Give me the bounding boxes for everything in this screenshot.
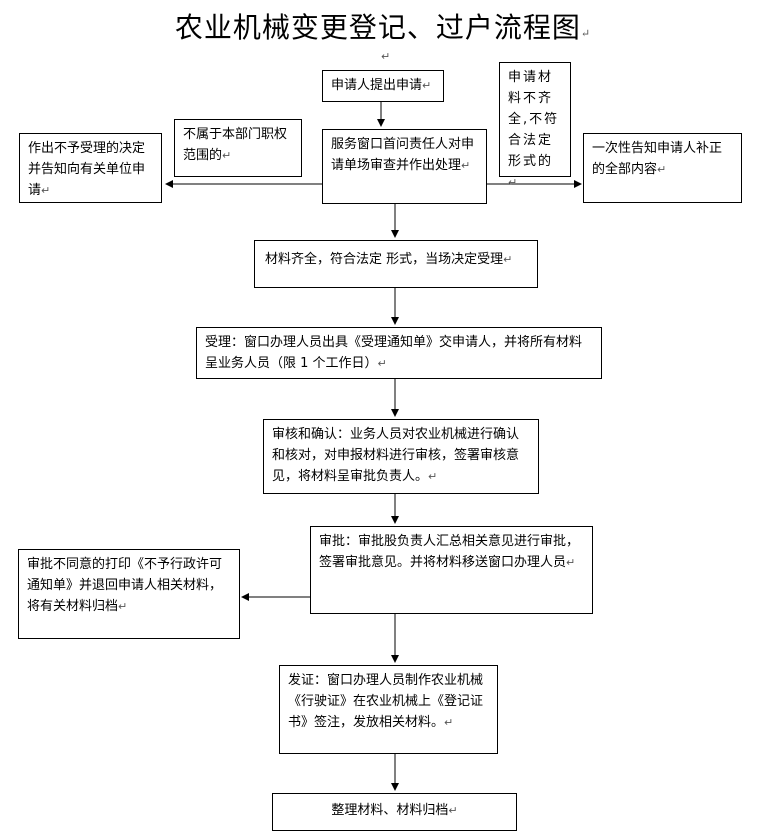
node-one-time-notice: 一次性告知申请人补正的全部内容↵ [583,133,742,203]
node-complete: 材料齐全，符合法定 形式，当场决定受理↵ [254,240,538,288]
node-archive: 整理材料、材料归档↵ [272,793,517,831]
node-approve: 审批：审批股负责人汇总相关意见进行审批，签署审批意见。并将材料移送窗口办理人员↵ [310,526,593,614]
node-disapprove: 审批不同意的打印《不予行政许可通知单》并退回申请人相关材料，将有关材料归档↵ [18,549,240,639]
node-apply: 申请人提出申请↵ [322,70,444,102]
node-accept: 受理：窗口办理人员出具《受理通知单》交申请人，并将所有材料呈业务人员（限 1 个… [196,327,602,379]
paragraph-mark: ↵ [381,50,391,63]
node-review: 服务窗口首问责任人对申请单场审查并作出处理↵ [322,129,487,204]
node-verify: 审核和确认：业务人员对农业机械进行确认和核对，对申报材料进行审核，签署审核意见，… [263,419,539,494]
page-title: 农业机械变更登记、过户流程图↵ [174,11,592,44]
node-issue: 发证：窗口办理人员制作农业机械《行驶证》在农业机械上《登记证书》签注，发放相关材… [279,665,498,754]
node-not-in-scope: 不属于本部门职权范围的↵ [174,119,302,177]
node-reject-notice: 作出不予受理的决定并告知向有关单位申请↵ [19,133,162,203]
node-incomplete: 申请材料不齐全,不符合法定形式的↵ [499,62,571,189]
